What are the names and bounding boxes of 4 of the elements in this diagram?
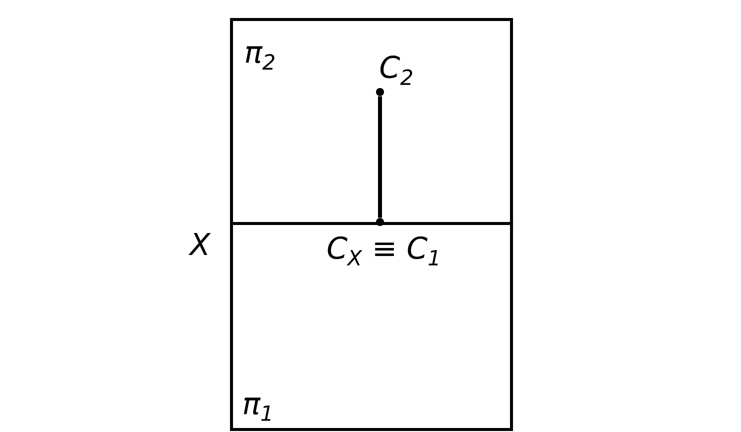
point: C$_{2}$: [376, 56, 412, 96]
node-label: C$_{X}$ ≡ C$_{1}$: [328, 236, 438, 266]
node-label: C$_{2}$: [380, 56, 412, 85]
line-segment: [378, 96, 382, 218]
